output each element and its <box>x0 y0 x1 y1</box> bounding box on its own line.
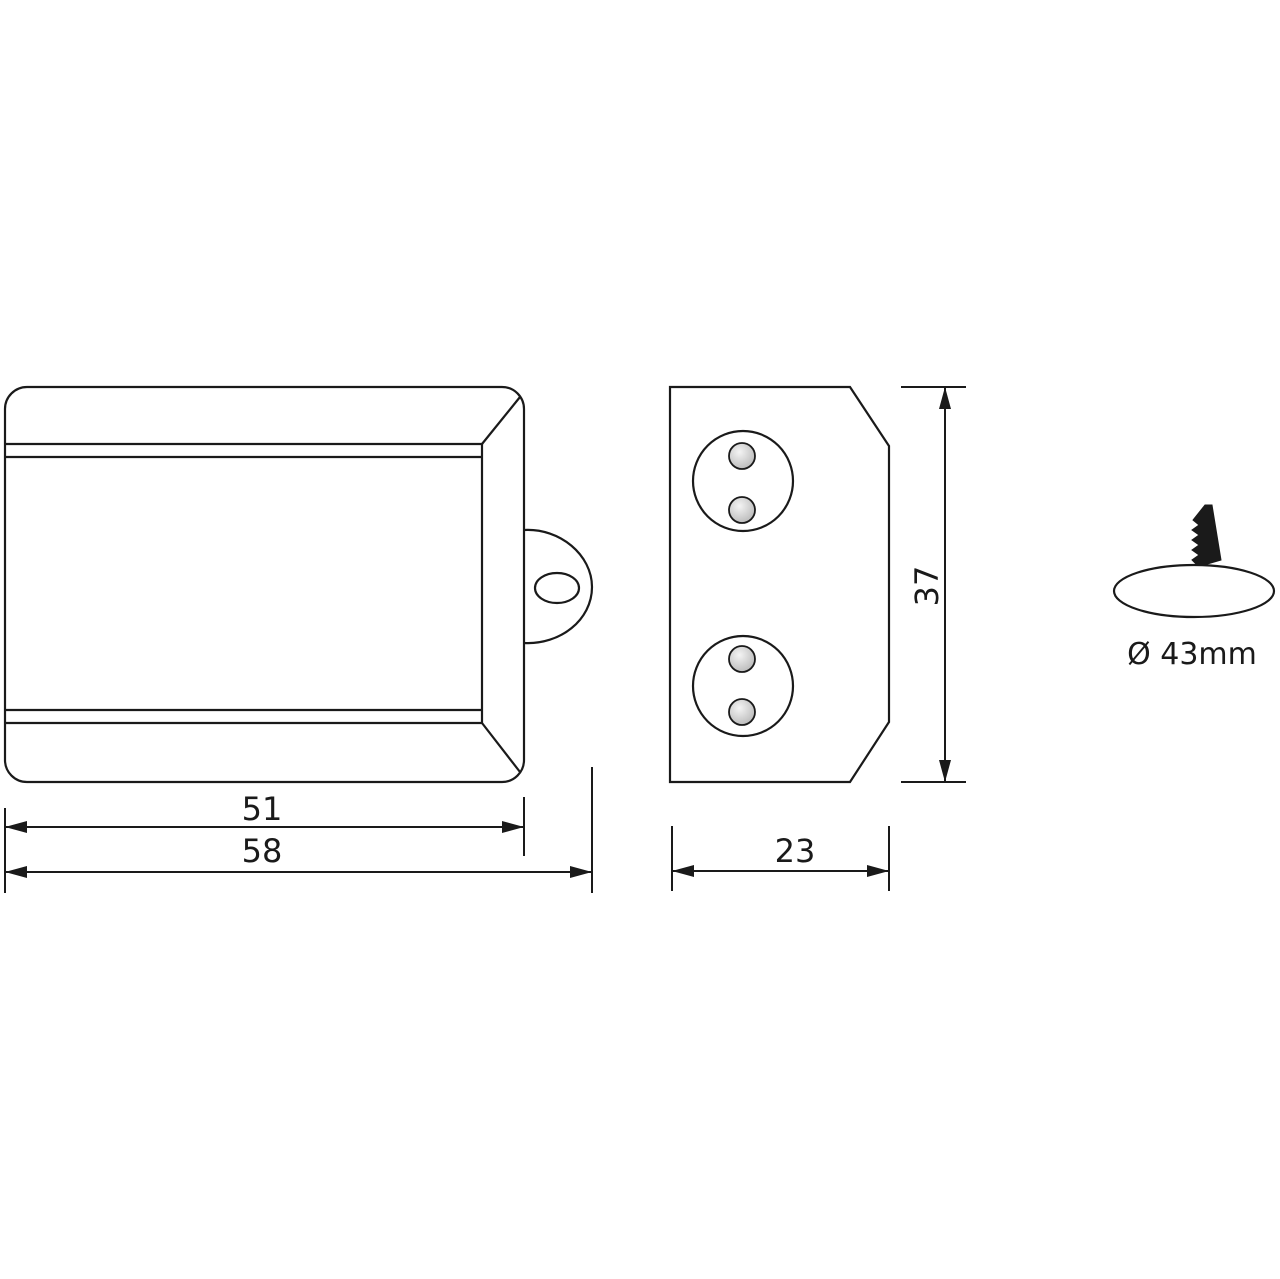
leds <box>728 442 756 726</box>
bevel-bottom-corner <box>481 722 521 773</box>
front-view <box>3 385 594 784</box>
cutout-ellipse <box>1112 563 1276 619</box>
dim-label-51: 51 <box>242 790 283 828</box>
dim-label-58: 58 <box>242 832 283 870</box>
side-view <box>668 385 891 784</box>
mounting-hole <box>533 571 581 605</box>
led-dot <box>728 645 756 673</box>
drill-bit-icon <box>1191 504 1222 566</box>
diameter-label: Ø 43mm <box>1127 637 1257 672</box>
side-dimensions <box>671 386 966 891</box>
cutout-symbol <box>1112 504 1276 619</box>
dim-label-37: 37 <box>908 566 946 607</box>
led-module-top <box>691 429 795 533</box>
led-dot <box>728 496 756 524</box>
bevel-top-corner <box>481 396 521 445</box>
housing-outline <box>3 385 526 784</box>
led-dot <box>728 442 756 470</box>
mounting-tab <box>523 528 594 645</box>
led-dot <box>728 698 756 726</box>
dim-label-23: 23 <box>775 832 816 870</box>
front-dimensions <box>4 767 593 893</box>
led-module-bottom <box>691 634 795 738</box>
